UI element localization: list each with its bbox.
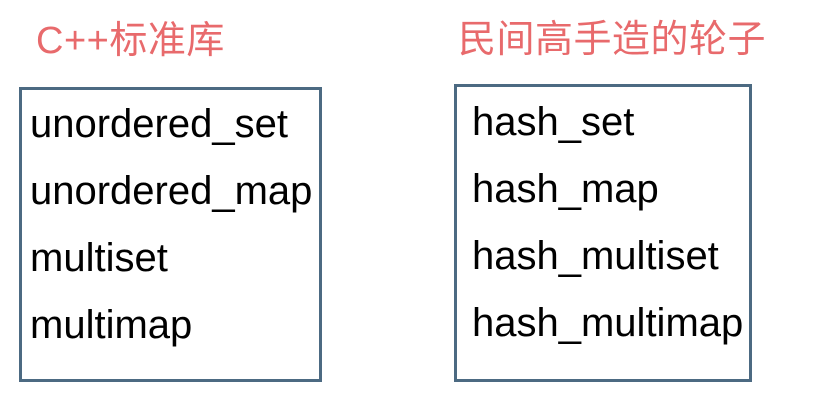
right-box: hash_set hash_map hash_multiset hash_mul… — [454, 84, 752, 382]
list-item: multimap — [30, 303, 193, 347]
list-item: unordered_set — [30, 102, 288, 146]
list-item: multiset — [30, 236, 168, 280]
list-item: hash_map — [472, 167, 659, 211]
list-item: unordered_map — [30, 169, 313, 213]
left-box: unordered_set unordered_map multiset mul… — [19, 87, 322, 382]
right-column-title: 民间高手造的轮子 — [458, 19, 767, 61]
left-column-title: C++标准库 — [36, 20, 225, 62]
list-item: hash_multimap — [472, 301, 744, 345]
list-item: hash_multiset — [472, 234, 719, 278]
list-item: hash_set — [472, 100, 635, 144]
